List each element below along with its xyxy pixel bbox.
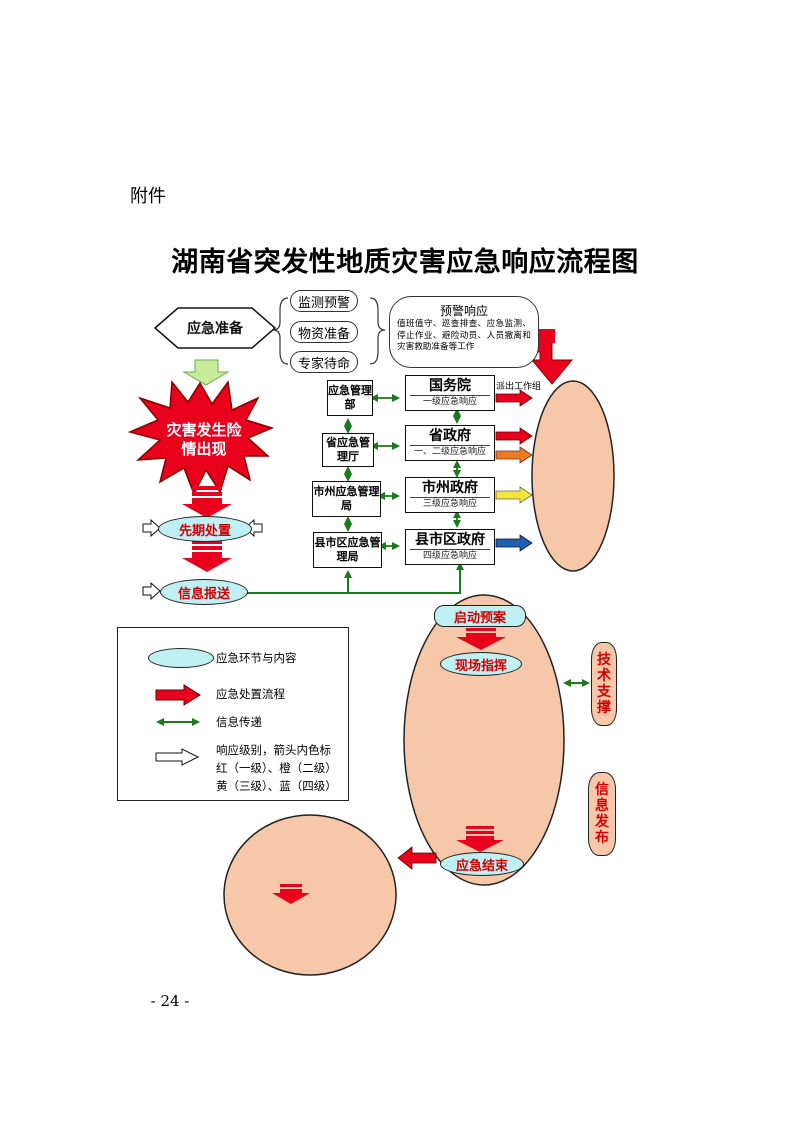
info-line [246,562,464,594]
prep-to-disaster-arrow [182,359,230,386]
legend-red-arrow-swatch [155,684,201,706]
gov-name: 市州政府 [422,479,478,496]
gov-county: 县市区政府 四级应急响应 [405,529,495,565]
end-to-aftermath-arrow [397,846,437,870]
legend-ellipse-swatch [148,648,214,668]
agency-city: 市州应急管理局 [312,481,381,517]
gov-level: 三级应急响应 [410,496,490,511]
hollow-arrow-left-2 [142,581,161,601]
level2-arrow [495,446,533,464]
preparation-hexagon [153,307,277,349]
info-report-pill: 信息报送 [160,579,248,605]
prep-item-materials: 物资准备 [290,321,358,343]
gov-name: 省政府 [429,427,471,444]
hollow-arrow-left-1 [142,518,161,538]
prep-item-experts: 专家待命 [290,351,358,373]
legend-text-flow: 应急处置流程 [216,687,285,701]
response-ellipse [531,380,615,572]
warning-response-body: 值班值守、巡查排查、应急监测、停止作业、避险动员、人员撤离和灾害救助准备等工作 [397,319,531,352]
gov-name: 县市区政府 [415,531,485,548]
flow-arrow-left-2 [182,540,232,572]
level4-arrow [495,534,533,552]
level3-arrow [495,486,533,504]
agency-province: 省应急管理厅 [322,433,374,467]
legend-text-level-red-orange: 红（一级）、橙（二级） [216,761,337,775]
response-end-pill: 应急结束 [440,852,524,876]
disaster-text: 灾害发生险情出现 [166,421,242,458]
legend-text-level-yellow-blue: 黄（三级）、蓝（四级） [216,779,337,793]
level1-arrow [495,389,533,407]
right-brace [369,297,386,365]
warning-response-box: 预警响应 值班值守、巡查排查、应急监测、停止作业、避险动员、人员撤离和灾害救助准… [389,296,539,368]
aftermath-ellipse [223,814,397,976]
flow-arrow-left-1 [182,486,232,518]
gov-level: 一、二级应急响应 [410,444,490,459]
gov-name: 国务院 [429,377,471,394]
flow-arrow-center-1 [456,628,506,650]
warning-response-title: 预警响应 [439,303,488,318]
legend-text-level: 响应级别，箭头内色标 [216,743,331,757]
gov-state-council: 国务院 一级应急响应 [405,375,495,411]
legend: 应急环节与内容 应急处置流程 信息传递 响应级别，箭头内色标 红（一级）、橙（二… [117,627,349,801]
legend-hollow-arrow-swatch [155,748,200,766]
tech-support-pill: 技术支撑 [591,642,617,726]
attachment-label: 附件 [130,186,166,207]
tech-support-text: 技术支撑 [597,652,611,716]
legend-green-arrow-swatch [156,718,200,726]
page-number: - 24 - [150,992,190,1010]
level1-arrow-2 [495,427,533,445]
start-plan-pill: 启动预案 [434,605,526,627]
flow-arrow-center-2 [456,826,504,852]
prep-item-monitoring: 监测预警 [290,290,358,312]
left-brace [272,297,289,365]
gov-level: 四级应急响应 [410,548,490,563]
legend-text-step: 应急环节与内容 [216,651,297,665]
flow-arrow-aftermath [272,884,310,904]
info-release-pill: 信息发布 [588,772,616,856]
gov-province: 省政府 一、二级应急响应 [405,425,495,461]
gov-level: 一级应急响应 [410,394,490,409]
page-title: 湖南省突发性地质灾害应急响应流程图 [171,247,639,278]
legend-text-info: 信息传递 [216,715,262,729]
disaster-starburst [127,380,275,496]
preparation-label: 应急准备 [187,321,243,337]
info-release-text: 信息发布 [595,782,609,846]
dispatch-label: 派出工作组 [496,382,542,392]
agency-ministry: 应急管理部 [327,380,373,416]
initial-handling-pill: 先期处置 [158,516,252,542]
site-command-pill: 现场指挥 [440,652,522,676]
gov-city: 市州政府 三级应急响应 [405,477,495,513]
agency-county: 县市区应急管理局 [313,532,382,568]
